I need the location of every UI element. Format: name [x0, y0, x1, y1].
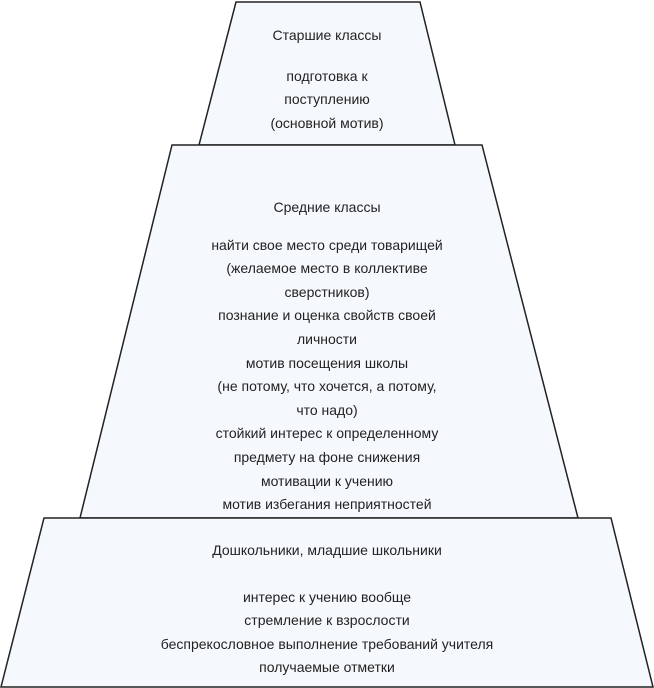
tier-line: получаемые отметки: [259, 659, 395, 676]
tier-title: Дошкольники, младшие школьники: [212, 542, 442, 558]
tier-title: Старшие классы: [272, 27, 382, 43]
tier-line: личности: [296, 330, 358, 347]
tier-line: интерес к учению вообще: [242, 588, 412, 605]
tier-line: стойкий интерес к определенному: [215, 425, 439, 442]
tier-senior: Старшие классы подготовка к поступлению …: [0, 24, 654, 135]
tier-line: (основной мотив): [270, 114, 384, 131]
tier-line: мотив посещения школы: [245, 354, 409, 371]
tier-junior-shape: [0, 517, 654, 688]
tier-line: беспрекословное выполнение требований уч…: [160, 635, 494, 652]
tier-line: (не потому, что хочется, а потому,: [217, 378, 437, 395]
tier-line: познание и оценка свойств своей: [218, 307, 436, 324]
tier-line: стремление к взрослости: [244, 612, 410, 629]
tier-line: что надо): [296, 401, 358, 418]
tier-junior: Дошкольники, младшие школьники интерес к…: [0, 539, 654, 680]
tier-line: мотивации к учению: [260, 472, 394, 489]
tier-line: мотив избегания неприятностей: [222, 496, 432, 513]
tier-title: Средние классы: [273, 199, 381, 215]
tier-line: сверстников): [284, 283, 370, 300]
tier-line: найти свое место среди товарищей: [211, 236, 443, 253]
tier-middle: Средние классы найти свое место среди то…: [0, 196, 654, 517]
tier-line: подготовка к: [286, 67, 368, 84]
tier-line: поступлению: [284, 91, 370, 108]
tier-line: (желаемое место в коллективе: [226, 260, 428, 277]
tier-line: предмету на фоне снижения: [233, 448, 421, 465]
